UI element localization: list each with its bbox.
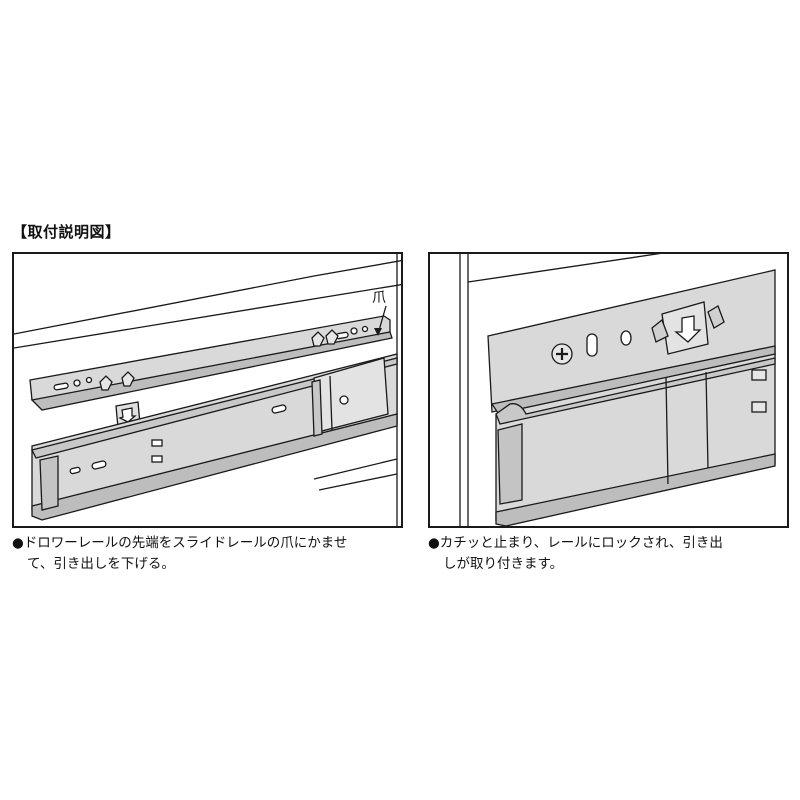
- drawer-rail-engaging-illustration: 爪: [14, 254, 401, 526]
- claw-arrowhead: [374, 328, 382, 336]
- left-caption-text-1: ドロワーレールの先端をスライドレールの爪にかませ: [23, 535, 348, 551]
- cabinet-lines: [14, 254, 401, 526]
- right-illustration-panel: [428, 252, 789, 528]
- slide-rail: [495, 353, 776, 526]
- page-heading: 【取付説明図】: [12, 223, 121, 241]
- left-illustration-panel: 爪: [12, 252, 403, 528]
- right-caption: ●カチッと止まり、レールにロックされ、引き出 しが取り付きます。: [428, 533, 793, 575]
- drawer-rail: [29, 315, 393, 429]
- claw-callout: 爪: [372, 290, 387, 336]
- left-caption: ●ドロワーレールの先端をスライドレールの爪にかませ て、引き出しを下げる。: [12, 533, 407, 575]
- right-caption-line-2: しが取り付きます。: [443, 556, 564, 572]
- claw-label: 爪: [372, 290, 386, 306]
- slide-rail: [31, 353, 398, 521]
- right-caption-text-1: カチッと止まり、レールにロックされ、引き出: [439, 535, 723, 551]
- bullet-mark: ●: [12, 535, 24, 551]
- right-caption-line-1: ●カチッと止まり、レールにロックされ、引き出: [428, 533, 793, 554]
- cabinet-lines: [459, 254, 661, 526]
- left-caption-line-1: ●ドロワーレールの先端をスライドレールの爪にかませ: [12, 533, 407, 554]
- left-caption-line-2: て、引き出しを下げる。: [27, 556, 175, 572]
- rail-locked-illustration: [459, 254, 776, 526]
- bullet-mark: ●: [428, 535, 440, 551]
